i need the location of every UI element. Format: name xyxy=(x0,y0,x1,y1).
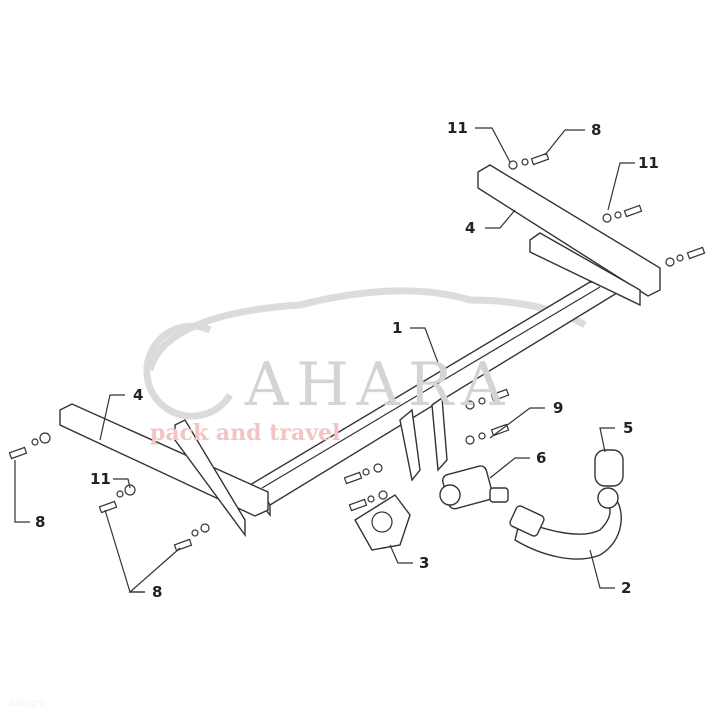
side-bracket-right xyxy=(477,164,661,307)
callout-2: 2 xyxy=(621,579,631,597)
tow-ball xyxy=(509,487,622,560)
callout-5: 5 xyxy=(623,419,633,437)
watermark-logo xyxy=(143,287,587,420)
callout-8: 8 xyxy=(152,583,162,601)
mounting-plates xyxy=(399,396,448,482)
callout-11: 11 xyxy=(90,470,111,488)
watermark-tagline: pack and travel xyxy=(150,420,340,446)
callout-11: 11 xyxy=(638,154,659,172)
leader-lines xyxy=(14,127,635,593)
watermark-text: AHARA pack and travel allegro xyxy=(8,350,513,709)
socket-plate-hole xyxy=(371,511,393,533)
side-bracket-left xyxy=(59,403,269,538)
socket-plate xyxy=(354,494,411,551)
callout-3: 3 xyxy=(419,554,429,572)
callout-8: 8 xyxy=(591,121,601,139)
callout-8: 8 xyxy=(35,513,45,531)
watermark-corner: allegro xyxy=(8,696,46,709)
callout-6: 6 xyxy=(536,449,546,467)
ball-cap xyxy=(594,449,624,487)
electrical-socket xyxy=(439,465,509,510)
callout-9: 9 xyxy=(553,399,563,417)
callout-4: 4 xyxy=(465,219,475,237)
bolts xyxy=(8,152,706,552)
callout-11: 11 xyxy=(447,119,468,137)
watermark-brand: AHARA xyxy=(244,350,513,420)
callout-1: 1 xyxy=(392,319,402,337)
callout-4: 4 xyxy=(133,386,143,404)
